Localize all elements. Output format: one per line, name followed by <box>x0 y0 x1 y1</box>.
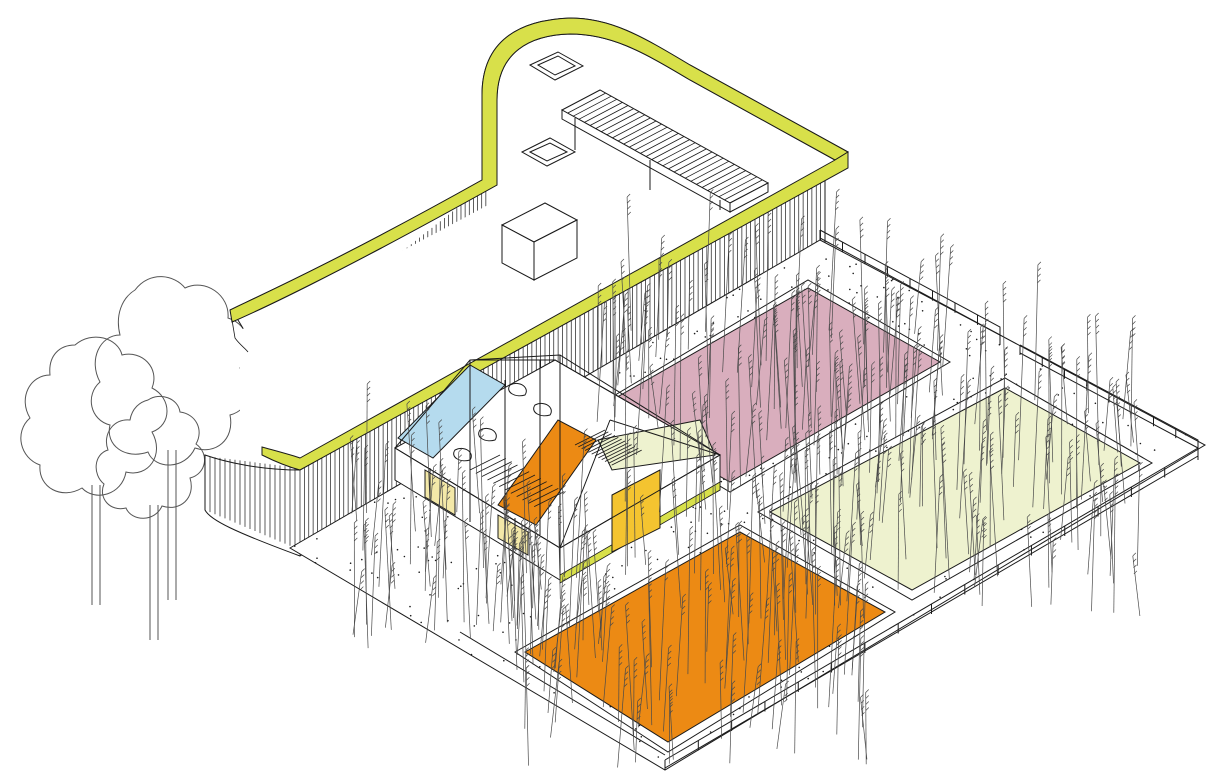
skylight-2 <box>520 137 577 167</box>
light-green-bed <box>768 387 1142 591</box>
tree-front-right <box>95 396 205 640</box>
yellow-panel-right <box>611 469 661 553</box>
rooftop-elements <box>500 51 770 281</box>
greenhouse-pavilion <box>394 354 721 584</box>
orange-roof-panel <box>497 419 597 526</box>
tree-front-left <box>20 336 168 605</box>
perimeter-fence <box>459 229 1199 770</box>
skylight-1 <box>528 51 585 81</box>
trees <box>20 276 251 640</box>
rooftop-box <box>500 202 579 281</box>
tall-grasses <box>349 188 1143 768</box>
solar-panel-rack <box>560 89 770 213</box>
tree-back <box>90 276 251 600</box>
